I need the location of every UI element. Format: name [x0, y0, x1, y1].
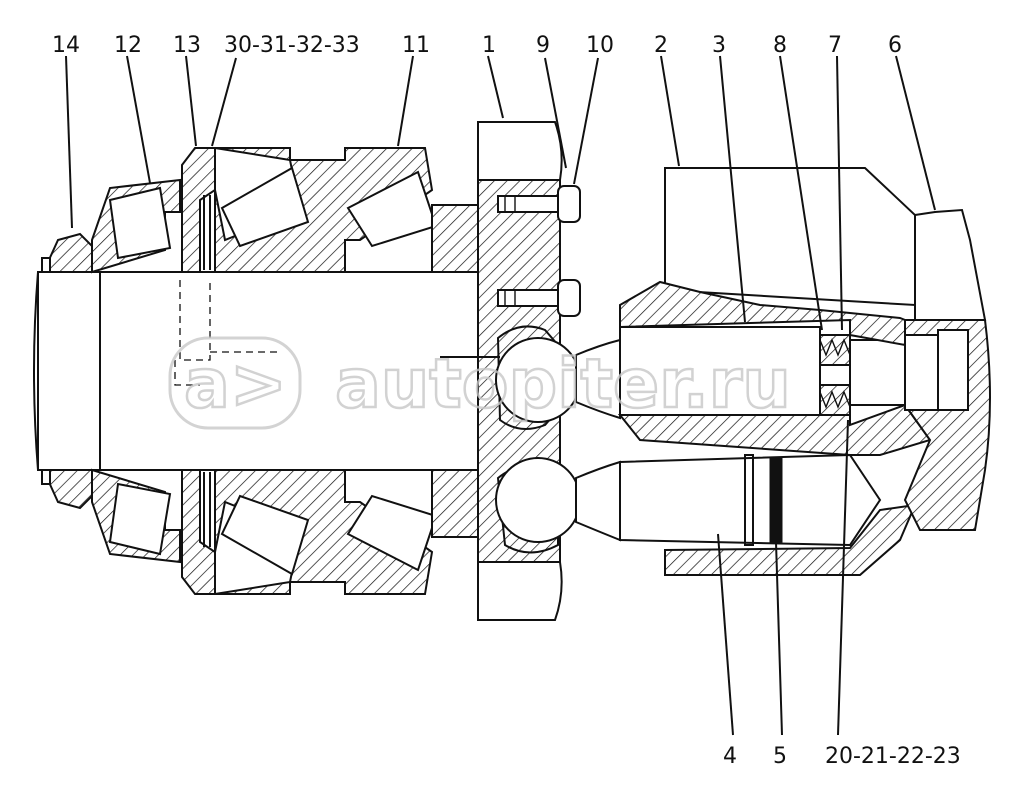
spring-8 [819, 334, 906, 416]
label-11: 11 [402, 33, 430, 58]
label-9: 9 [536, 33, 550, 58]
bolts-9-10 [497, 185, 581, 317]
label-2: 2 [654, 33, 668, 58]
bearing-12 [91, 178, 181, 564]
piston-3 [495, 326, 821, 423]
cap-6 [903, 208, 991, 531]
label-14: 14 [52, 33, 80, 58]
watermark: a> autopiter.ru [168, 336, 792, 430]
piston-4 [495, 453, 882, 547]
housing-2 [617, 167, 933, 576]
watermark-text: autopiter.ru [335, 345, 791, 424]
label-7: 7 [828, 33, 842, 58]
label-10: 10 [586, 33, 614, 58]
watermark-logo-glyph: a> [184, 345, 287, 424]
label-4: 4 [723, 744, 737, 769]
bearing-11 [214, 147, 479, 595]
label-8: 8 [773, 33, 787, 58]
label-5: 5 [773, 744, 787, 769]
watermark-logo-frame [168, 336, 302, 430]
label-3: 3 [712, 33, 726, 58]
label-20-23: 20-21-22-23 [825, 744, 961, 769]
label-1: 1 [482, 33, 496, 58]
callout-labels: 14 12 13 30-31-32-33 11 1 9 10 2 3 8 7 6… [52, 33, 961, 769]
label-30-33: 30-31-32-33 [224, 33, 360, 58]
label-6: 6 [888, 33, 902, 58]
label-12: 12 [114, 33, 142, 58]
shaft [33, 271, 479, 471]
leader-lines [65, 55, 936, 736]
spacer-13 [181, 147, 216, 595]
label-13: 13 [173, 33, 201, 58]
